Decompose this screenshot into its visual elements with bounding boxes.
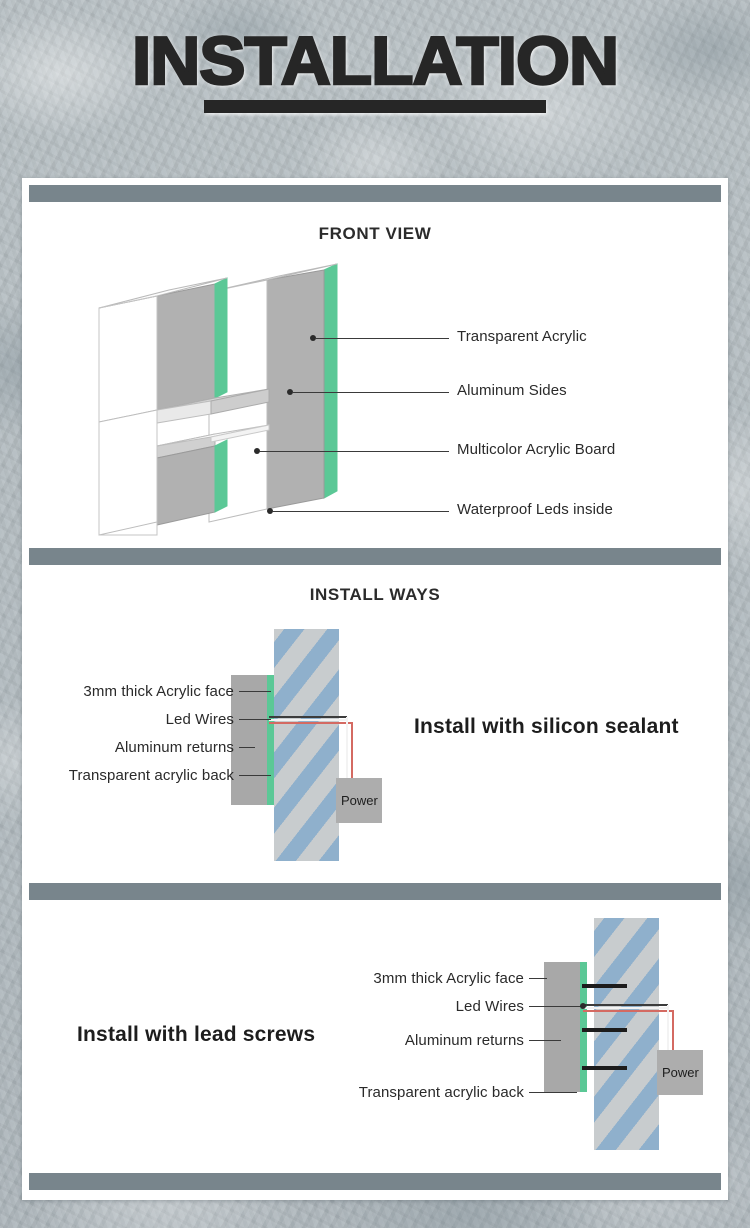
callout-dot-4 xyxy=(267,508,273,514)
led-wire-white-vertical xyxy=(346,717,348,780)
callout-leader-2 xyxy=(292,392,449,393)
caption-install-with-silicon-sealant: Install with silicon sealant xyxy=(414,715,679,738)
callout-leader-acrylic-back xyxy=(239,775,271,776)
page-title: INSTALLATION xyxy=(131,22,621,101)
callout-label-acrylic-back-screws: Transparent acrylic back xyxy=(358,1084,524,1101)
callout-leader-aluminum-returns-screws xyxy=(529,1040,561,1041)
led-wire-dark-screws xyxy=(583,1004,668,1006)
callout-dot-3 xyxy=(254,448,260,454)
wall-section xyxy=(274,629,339,861)
page-header: INSTALLATION xyxy=(0,0,750,175)
callout-label-transparent-acrylic: Transparent Acrylic xyxy=(457,328,587,345)
callout-label-waterproof-leds-inside: Waterproof Leds inside xyxy=(457,501,613,518)
callout-leader-4 xyxy=(272,511,449,512)
acrylic-letter-block-screws xyxy=(544,962,580,1092)
callout-dot-2 xyxy=(287,389,293,395)
transparent-acrylic-back-edge-screws xyxy=(580,962,587,1092)
led-wire-red-vertical xyxy=(351,722,353,780)
led-wire-red xyxy=(269,722,352,724)
power-supply-box: Power xyxy=(336,778,382,823)
callout-leader-acrylic-face-screws xyxy=(529,978,547,979)
callout-label-aluminum-returns-screws: Aluminum returns xyxy=(404,1032,524,1049)
callout-label-acrylic-face-screws: 3mm thick Acrylic face xyxy=(373,970,524,987)
callout-leader-3 xyxy=(259,451,449,452)
callout-leader-acrylic-back-screws xyxy=(529,1092,577,1093)
installation-board: FRONT VIEW xyxy=(22,178,728,1200)
lead-screw-2 xyxy=(582,1028,627,1032)
wall-section-screws xyxy=(594,918,659,1150)
callout-label-acrylic-back: Transparent acrylic back xyxy=(68,767,234,784)
callout-leader-aluminum-returns xyxy=(239,747,255,748)
led-wire-red-vertical-screws xyxy=(672,1010,674,1053)
panel-front-view: FRONT VIEW xyxy=(29,202,721,548)
led-wire-red-screws xyxy=(583,1010,673,1012)
callout-label-led-wires: Led Wires xyxy=(165,711,234,728)
separator-bar-bottom xyxy=(29,1173,721,1190)
callout-label-led-wires-screws: Led Wires xyxy=(455,998,524,1015)
separator-bar-top xyxy=(29,185,721,202)
panel-install-ways: INSTALL WAYS Power 3mm thick Acrylic fac… xyxy=(29,565,721,883)
callout-dot-1 xyxy=(310,335,316,341)
callout-label-aluminum-returns: Aluminum returns xyxy=(114,739,234,756)
lead-screw-3 xyxy=(582,1066,627,1070)
separator-bar-middle-2 xyxy=(29,883,721,900)
power-supply-box-screws: Power xyxy=(657,1050,703,1095)
callout-leader-acrylic-face xyxy=(239,691,271,692)
led-wire-white-screws xyxy=(583,1007,668,1009)
acrylic-letter-block xyxy=(231,675,267,805)
letter-h-3d-illustration xyxy=(98,263,338,536)
callout-leader-led-wires xyxy=(239,719,271,720)
lead-screw-1 xyxy=(582,984,627,988)
callout-label-multicolor-acrylic-board: Multicolor Acrylic Board xyxy=(457,441,616,458)
led-wire-white-vertical-screws xyxy=(667,1005,669,1053)
callout-label-acrylic-face: 3mm thick Acrylic face xyxy=(83,683,234,700)
separator-bar-middle-1 xyxy=(29,548,721,565)
callout-dot-led-wires-screws xyxy=(580,1003,586,1009)
callout-label-aluminum-sides: Aluminum Sides xyxy=(457,382,567,399)
panel-lead-screws: Power 3mm thick Acrylic face Led Wires A… xyxy=(29,900,721,1173)
panel-front-view-heading: FRONT VIEW xyxy=(318,224,432,243)
caption-install-with-lead-screws: Install with lead screws xyxy=(77,1023,316,1046)
callout-leader-1 xyxy=(315,338,449,339)
title-underline xyxy=(204,100,546,113)
led-wire-white xyxy=(269,719,347,721)
transparent-acrylic-back-edge xyxy=(267,675,274,805)
led-wire-dark xyxy=(269,716,347,718)
callout-leader-led-wires-screws xyxy=(529,1006,583,1007)
panel-install-ways-heading: INSTALL WAYS xyxy=(309,585,441,604)
